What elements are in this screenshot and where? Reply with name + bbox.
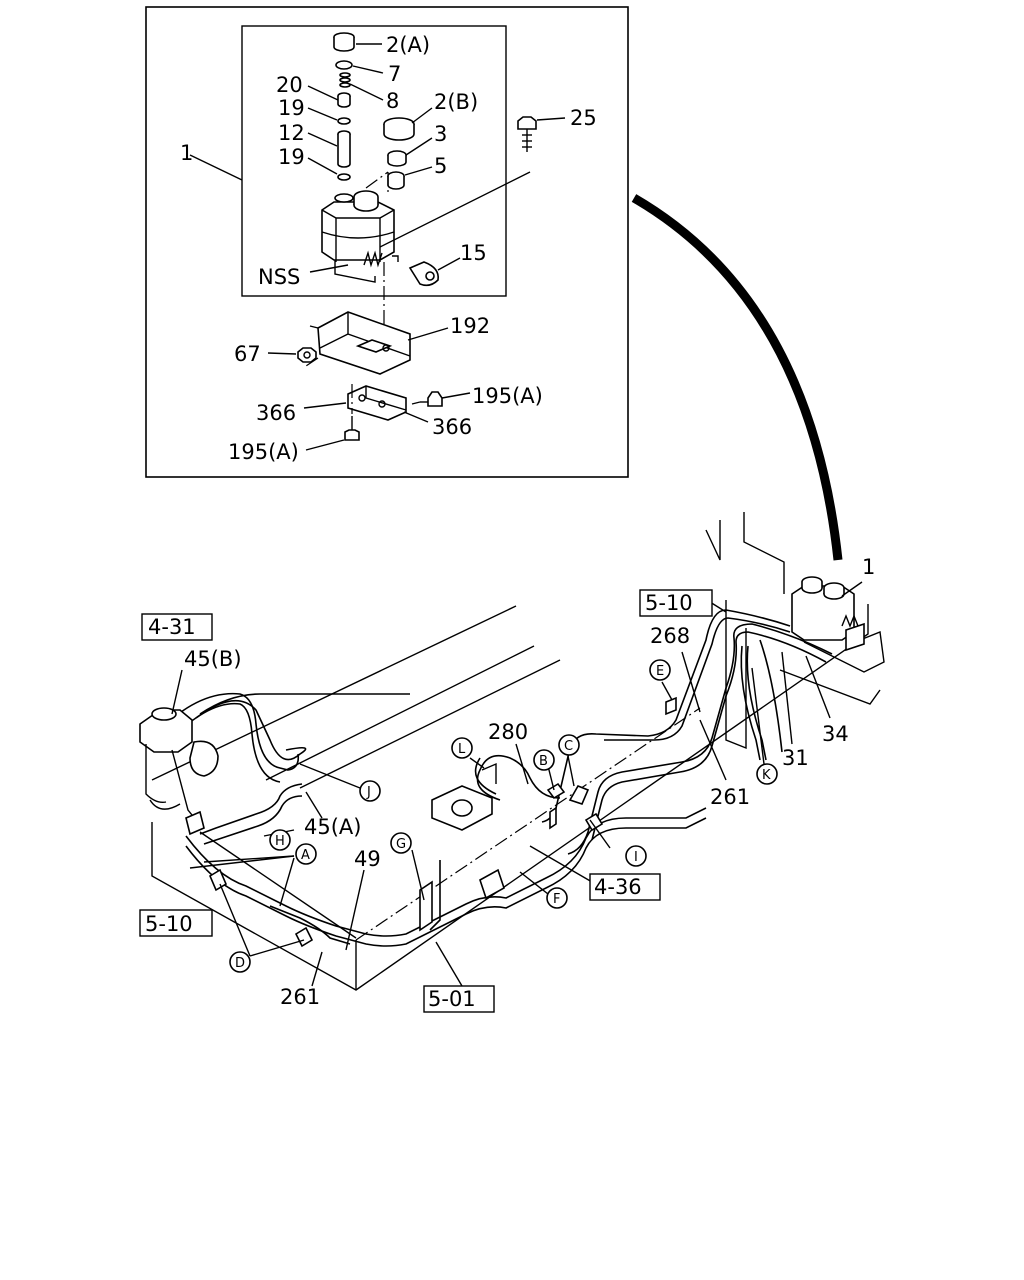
cap-a-label: 2(A) bbox=[386, 33, 430, 57]
element-part bbox=[337, 130, 351, 168]
reference-boxes bbox=[139, 589, 713, 1013]
pump-left bbox=[139, 707, 219, 821]
main-reservoir-label: 1 bbox=[862, 555, 875, 579]
reservoir-main bbox=[791, 576, 865, 652]
hose-45a-label: 45(A) bbox=[304, 815, 361, 839]
ref-5-10-top: 5-10 bbox=[645, 591, 693, 615]
gasket-1-label: 19 bbox=[278, 96, 305, 120]
hoses bbox=[159, 609, 833, 947]
clip-label: 15 bbox=[460, 241, 487, 265]
main-leaders bbox=[171, 591, 831, 987]
plug-label: 5 bbox=[434, 154, 447, 178]
pipe-261-right-label: 261 bbox=[710, 785, 750, 809]
ref-4-36: 4-36 bbox=[594, 875, 642, 899]
plug-part bbox=[387, 171, 405, 190]
bracket-label: 192 bbox=[450, 314, 490, 338]
marker-letters: A B C D E F G H I J K L bbox=[235, 664, 771, 971]
bracket-part bbox=[309, 311, 411, 375]
ref-5-10-left: 5-10 bbox=[145, 912, 193, 936]
gasket-2-part bbox=[337, 173, 351, 181]
marker-d: D bbox=[235, 956, 245, 971]
marker-k: K bbox=[762, 768, 771, 783]
spring-label: 8 bbox=[386, 89, 399, 113]
marker-a: A bbox=[301, 848, 310, 863]
spring-part bbox=[339, 72, 351, 88]
marker-l: L bbox=[458, 742, 466, 757]
bolt-top-label: 25 bbox=[570, 106, 597, 130]
marker-f: F bbox=[553, 892, 560, 907]
ref-5-01: 5-01 bbox=[428, 987, 476, 1011]
pump-middle bbox=[431, 762, 497, 831]
hose-280-label: 280 bbox=[488, 720, 528, 744]
hose-268-label: 268 bbox=[650, 624, 690, 648]
cap-inner-part bbox=[387, 150, 407, 167]
oring-label: 7 bbox=[388, 62, 401, 86]
filter-top-part bbox=[337, 92, 351, 108]
cap-b-label: 2(B) bbox=[434, 90, 478, 114]
hose-34-label: 34 bbox=[822, 722, 849, 746]
nut-label: 67 bbox=[234, 342, 261, 366]
reservoir-kit-frame bbox=[241, 25, 507, 297]
marker-h: H bbox=[275, 834, 285, 849]
bracket-r-label: 366 bbox=[432, 415, 472, 439]
hose-31-label: 31 bbox=[782, 746, 809, 770]
cap-a-part bbox=[333, 32, 355, 52]
marker-b: B bbox=[539, 754, 548, 769]
pipe-49-label: 49 bbox=[354, 847, 381, 871]
ref-4-31: 4-31 bbox=[148, 615, 196, 639]
pipe-261-bottom-label: 261 bbox=[280, 985, 320, 1009]
detail-frame bbox=[145, 6, 629, 478]
bolt-a-2-part bbox=[344, 416, 360, 441]
clip-part bbox=[408, 261, 440, 287]
bolt-a-1-part bbox=[411, 391, 443, 407]
marker-c: C bbox=[564, 739, 573, 754]
cap-b-part bbox=[383, 117, 415, 141]
bolt-a-1-label: 195(A) bbox=[472, 384, 543, 408]
marker-j: J bbox=[366, 785, 371, 800]
bolt-a-2-label: 195(A) bbox=[228, 440, 299, 464]
marker-e: E bbox=[656, 664, 664, 679]
hose-45b-label: 45(B) bbox=[184, 647, 242, 671]
marker-i: I bbox=[634, 850, 638, 865]
lower-bracket-part bbox=[347, 385, 407, 421]
bracket-l-label: 366 bbox=[256, 401, 296, 425]
oring-part bbox=[335, 60, 353, 70]
reservoir-part bbox=[321, 190, 399, 283]
clamps bbox=[185, 696, 677, 948]
nut-part bbox=[297, 347, 317, 363]
connection-arc bbox=[631, 194, 843, 561]
reservoir-label: 1 bbox=[180, 141, 193, 165]
circle-markers bbox=[229, 659, 778, 973]
marker-g: G bbox=[396, 837, 406, 852]
cap-inner-label: 3 bbox=[434, 122, 447, 146]
element-label: 12 bbox=[278, 121, 305, 145]
gasket-1-part bbox=[337, 117, 351, 125]
nss-label: NSS bbox=[258, 265, 300, 289]
bolt-top-part bbox=[517, 116, 537, 152]
gasket-2-label: 19 bbox=[278, 145, 305, 169]
filter-top-label: 20 bbox=[276, 73, 303, 97]
